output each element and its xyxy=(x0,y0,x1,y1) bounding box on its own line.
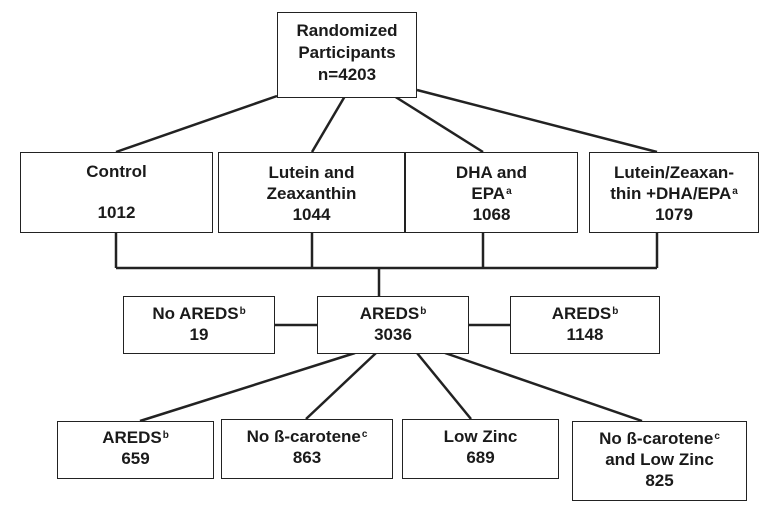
sub-combined-count: 825 xyxy=(645,471,674,490)
areds-second-label: AREDSb xyxy=(551,304,619,323)
areds-main-label: AREDSb xyxy=(359,304,427,323)
root-line1: Randomized xyxy=(296,21,398,40)
no-areds-label: No AREDSb xyxy=(152,304,246,323)
sub-no-beta-carotene-label: No ß-carotenec xyxy=(246,427,368,446)
connector-root-control xyxy=(115,94,278,154)
sub-no-beta-carotene-box: No ß-carotenec 863 xyxy=(221,419,393,479)
footnote-c: c xyxy=(714,431,720,442)
connector-areds-sub1 xyxy=(139,351,356,423)
sub-low-zinc-label: Low Zinc xyxy=(443,427,518,446)
areds-main-box: AREDSb 3036 xyxy=(317,296,469,354)
connector-areds-sub4 xyxy=(444,351,643,423)
arm-dha-box: DHA and EPAa 1068 xyxy=(405,152,578,233)
connector-root-dha xyxy=(393,94,484,154)
root-line3: n=4203 xyxy=(317,65,377,84)
sub-low-zinc-count: 689 xyxy=(466,448,495,467)
arm-combo-line1: Lutein/Zeaxan- xyxy=(614,163,734,182)
arm-combo-line2: thin +DHA/EPAa xyxy=(610,184,738,203)
arm-lutein-box: Lutein and Zeaxanthin 1044 xyxy=(218,152,405,233)
arm-lutein-count: 1044 xyxy=(292,205,331,224)
no-areds-box: No AREDSb 19 xyxy=(123,296,275,354)
arm-control-count: 1012 xyxy=(97,203,136,222)
sub-combined-box: No ß-carotenec and Low Zinc 825 xyxy=(572,421,747,501)
arm-lutein-line2: Zeaxanthin xyxy=(266,184,357,203)
arm-control-label: Control xyxy=(86,162,147,181)
connector-areds-sub3 xyxy=(416,352,472,420)
sub-combined-line1: No ß-carotenec xyxy=(599,429,720,448)
footnote-b: b xyxy=(162,430,169,441)
connector-areds-sub2 xyxy=(305,352,377,420)
arm-combo-box: Lutein/Zeaxan- thin +DHA/EPAa 1079 xyxy=(589,152,759,233)
footnote-c: c xyxy=(361,429,368,440)
sub-combined-line2: and Low Zinc xyxy=(605,450,714,469)
sub-areds-count: 659 xyxy=(121,449,150,468)
root-line2: Participants xyxy=(298,43,396,62)
sub-areds-box: AREDSb 659 xyxy=(57,421,214,479)
arm-dha-line2: EPAa xyxy=(471,184,512,203)
arm-combo-count: 1079 xyxy=(655,205,693,224)
arm-lutein-line1: Lutein and xyxy=(268,163,355,182)
footnote-a: a xyxy=(732,186,738,197)
sub-no-beta-carotene-count: 863 xyxy=(292,448,322,467)
connector-root-lutein xyxy=(310,95,347,153)
sub-areds-label: AREDSb xyxy=(102,428,169,447)
areds-second-count: 1148 xyxy=(566,325,604,344)
footnote-b: b xyxy=(239,306,246,317)
no-areds-count: 19 xyxy=(189,325,209,344)
randomized-participants-box: Randomized Participants n=4203 xyxy=(277,12,417,98)
arm-dha-line1: DHA and xyxy=(455,163,528,182)
arm-control-box: Control 1012 xyxy=(20,152,213,233)
sub-low-zinc-box: Low Zinc 689 xyxy=(402,419,559,479)
footnote-b: b xyxy=(612,306,619,317)
connector-root-combo xyxy=(416,88,658,154)
footnote-b: b xyxy=(420,306,427,317)
areds-second-box: AREDSb 1148 xyxy=(510,296,660,354)
arm-dha-count: 1068 xyxy=(472,205,511,224)
areds-main-count: 3036 xyxy=(374,325,412,344)
footnote-a: a xyxy=(506,186,512,197)
